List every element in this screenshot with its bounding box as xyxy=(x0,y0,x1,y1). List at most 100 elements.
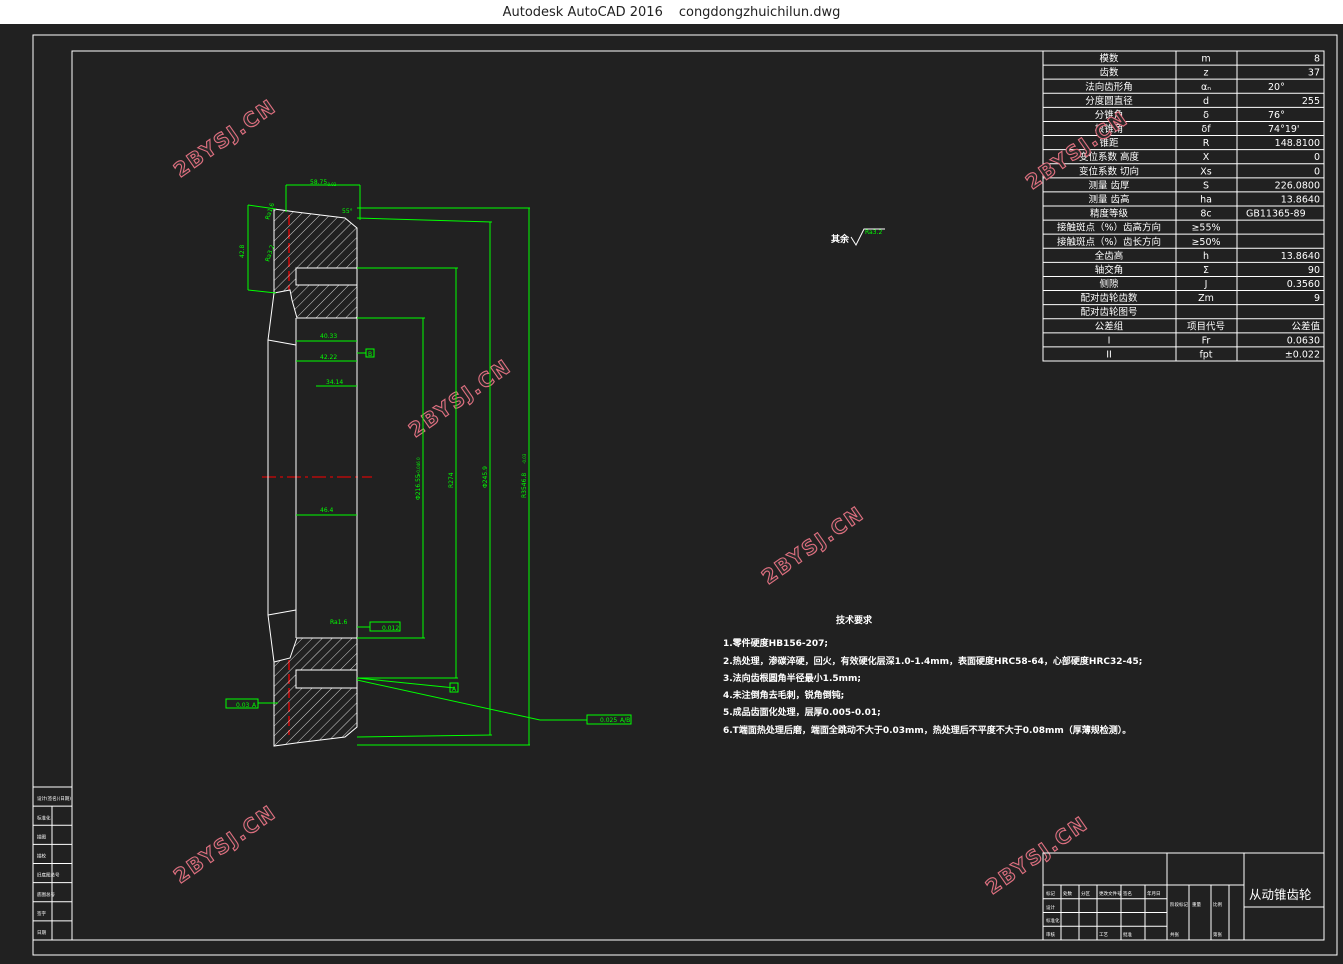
param-row: 模数 m 8 xyxy=(1099,53,1320,65)
param-name: 全齿高 xyxy=(1095,250,1124,262)
param-name: 配对齿轮图号 xyxy=(1080,306,1137,318)
param-symbol: d xyxy=(1203,96,1209,107)
param-symbol: ≥55% xyxy=(1191,223,1220,234)
param-value: 76° xyxy=(1268,110,1285,121)
title-block-frame xyxy=(1042,852,1325,941)
param-value: ±0.022 xyxy=(1285,350,1320,361)
param-symbol: h xyxy=(1203,251,1209,262)
param-value: 37 xyxy=(1308,68,1320,79)
param-name: 测量 齿厚 xyxy=(1088,180,1130,191)
param-symbol: 8c xyxy=(1200,209,1211,220)
param-symbol: αₙ xyxy=(1201,82,1211,93)
datum-b-box xyxy=(365,348,375,358)
bottom-tooth-section xyxy=(273,637,358,747)
app-name: Autodesk AutoCAD 2016 xyxy=(502,4,663,20)
param-name: 测量 齿高 xyxy=(1088,194,1129,206)
title-cell-label: 更改文件号 xyxy=(1099,890,1122,897)
revision-label: 描校 xyxy=(37,853,46,860)
param-symbol: Fr xyxy=(1202,335,1211,346)
param-symbol: R xyxy=(1203,138,1210,149)
dim-top-text: 58.75 xyxy=(310,179,327,186)
param-symbol: δf xyxy=(1201,124,1211,135)
param-value: GB11365-89 xyxy=(1246,209,1306,220)
bottom-bolt-hole xyxy=(295,669,358,689)
param-symbol: S xyxy=(1203,180,1209,191)
svg-text:A: A xyxy=(252,702,257,709)
title-cell-label: 审核 xyxy=(1046,931,1055,938)
param-value: 8 xyxy=(1314,54,1320,65)
param-value: 148.8100 xyxy=(1275,138,1320,149)
svg-text:55°: 55° xyxy=(342,208,353,215)
sheet-inner-border xyxy=(71,50,1325,941)
svg-text:R274: R274 xyxy=(448,472,455,488)
param-name: 公差组 xyxy=(1095,320,1124,332)
revision-label: 旧底图总号 xyxy=(37,872,60,879)
param-symbol: z xyxy=(1204,68,1209,79)
param-symbol: Σ xyxy=(1203,265,1209,276)
param-symbol: J xyxy=(1204,279,1208,290)
part-name: 从动锥齿轮 xyxy=(1249,887,1312,902)
param-value: 9 xyxy=(1314,293,1320,304)
param-name: 接触斑点（%）齿长方向 xyxy=(1057,236,1161,248)
svg-text:A/B: A/B xyxy=(620,717,630,724)
title-cell-label: 共张 xyxy=(1170,931,1179,938)
param-value: 255 xyxy=(1302,96,1320,107)
watermark-4: 2BYSJ.CN xyxy=(757,501,869,589)
title-block: 从动锥齿轮 标记处数分区更改文件号签名年月日设计标准化审核工艺批准阶段标记重量比… xyxy=(1042,852,1325,941)
svg-text:B: B xyxy=(368,351,372,358)
svg-text:-0.02: -0.02 xyxy=(326,182,337,187)
param-symbol: m xyxy=(1201,54,1210,65)
param-value: 0 xyxy=(1314,152,1320,163)
param-value: 90 xyxy=(1308,265,1320,276)
tech-line-5: 5.成品齿面化处理，层厚0.005-0.01; xyxy=(723,706,881,718)
title-cell-label: 分区 xyxy=(1081,890,1090,897)
param-name: 变位系数 切向 xyxy=(1079,165,1139,177)
svg-text:46.4: 46.4 xyxy=(320,507,334,514)
param-name: 模数 xyxy=(1099,53,1119,65)
flatness-frame xyxy=(369,621,401,632)
tech-title: 技术要求 xyxy=(836,614,873,626)
param-value: 13.8640 xyxy=(1281,195,1320,206)
tech-line-1: 1.零件硬度HB156-207; xyxy=(723,637,828,649)
title-cell-label: 年月日 xyxy=(1147,890,1161,897)
sheet-outer-border xyxy=(32,34,1338,956)
tech-line-3: 3.法向齿根圆角半径最小1.5mm; xyxy=(723,672,861,684)
title-cell-label: 第张 xyxy=(1213,931,1222,938)
param-value: 13.8640 xyxy=(1281,251,1320,262)
svg-text:Ra1.6: Ra1.6 xyxy=(330,619,347,626)
svg-text:0.03: 0.03 xyxy=(236,702,250,709)
title-cell-label: 设计 xyxy=(1046,904,1055,911)
svg-text:Ra3.2: Ra3.2 xyxy=(865,229,882,236)
top-bolt-hole xyxy=(295,267,358,286)
svg-text:-0.03: -0.03 xyxy=(522,453,527,464)
revision-label: 签字 xyxy=(37,910,46,917)
title-cell-label: 批准 xyxy=(1123,931,1132,938)
param-row: 公差组项目代号公差值 xyxy=(1095,320,1321,332)
watermark-1: 2BYSJ.CN xyxy=(169,94,281,182)
param-row: 齿数 z 37 xyxy=(1099,67,1320,79)
revision-label: 底图总号 xyxy=(37,891,55,898)
svg-text:42.22: 42.22 xyxy=(320,354,337,361)
param-name: I xyxy=(1108,335,1111,346)
param-name: 配对齿轮齿数 xyxy=(1080,292,1138,304)
title-cell-label: 处数 xyxy=(1063,890,1072,897)
param-name: 齿数 xyxy=(1099,67,1119,79)
param-name: 轴交角 xyxy=(1095,264,1124,276)
title-cell-label: 标记 xyxy=(1046,890,1055,897)
window-title-bar: Autodesk AutoCAD 2016 congdongzhuichilun… xyxy=(0,0,1343,24)
tech-line-4: 4.未注倒角去毛刺，锐角倒钝; xyxy=(723,689,844,701)
top-tooth-section xyxy=(273,208,358,319)
